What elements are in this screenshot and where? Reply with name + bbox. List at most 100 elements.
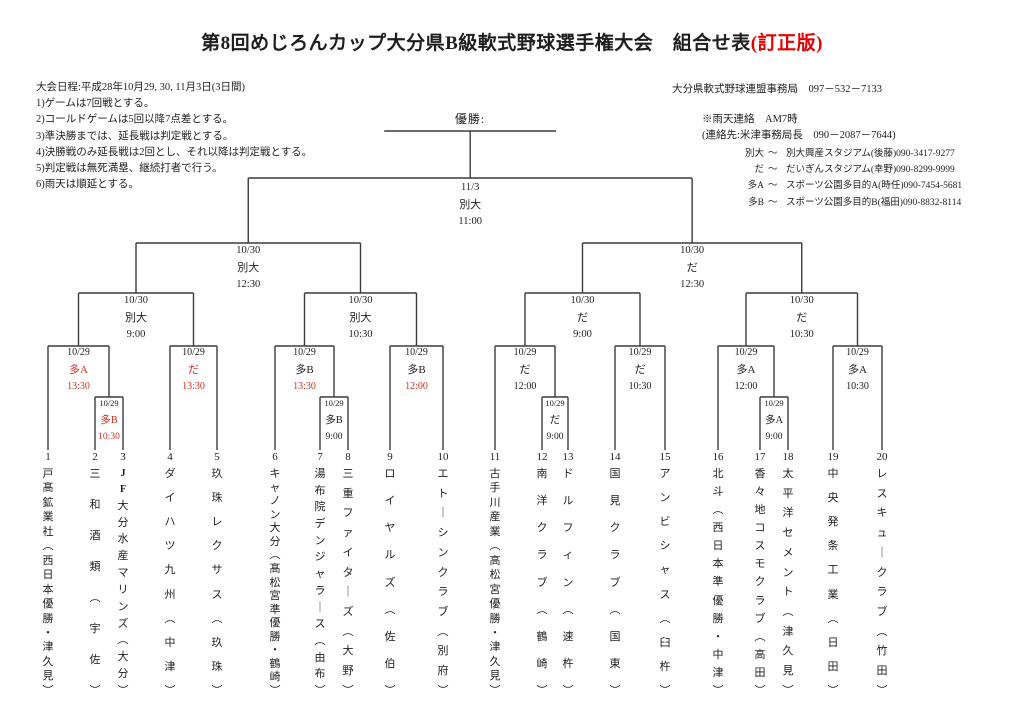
team-name-char: 香	[754, 468, 766, 480]
team-number: 11	[489, 451, 501, 463]
team-name-char: 中	[712, 648, 724, 661]
team-name-char: ︵	[384, 603, 396, 616]
team-name-char: 々	[754, 486, 766, 499]
team-name-char: 分	[117, 668, 129, 681]
team-name-char: キ	[269, 468, 281, 480]
venue-desc: スポーツ公園多目的B(福田)090-8832-8114	[786, 197, 962, 208]
quarterfinal-2-date: 10/30	[570, 295, 595, 306]
team-name-char: 工	[827, 564, 839, 577]
rule-item: 3)準決勝までは、延長戦は判定戦とする。	[36, 130, 234, 142]
team-name-char: ｜	[314, 601, 326, 614]
quarterfinal-2-time: 9:00	[573, 329, 592, 340]
team-name-char: 布	[314, 668, 326, 681]
team-name-char: 業	[489, 525, 501, 538]
team-name-char: 佐	[89, 654, 101, 666]
team-name-char: 優	[269, 617, 281, 630]
team-name: 玖珠レクサス︵玖珠︶	[209, 469, 225, 697]
team-name-char: ル	[562, 495, 574, 508]
quarterfinal-3-time: 10:30	[789, 329, 814, 340]
team-name-char: 南	[536, 468, 548, 480]
team-name-char: ブ	[437, 606, 449, 619]
rule-item: 1)ゲームは7回戦とする。	[36, 98, 155, 110]
team-name: 古手川産業︵高松宮優勝・津久見︶	[487, 469, 503, 697]
team-name-char: ス	[876, 487, 888, 500]
team-name-char: ュ	[876, 527, 888, 540]
team-name-char: 玖	[211, 636, 223, 649]
final-0-time: 11:00	[458, 216, 482, 227]
semifinal-0-time: 12:30	[236, 279, 261, 290]
team-name: レスキュ｜クラブ︵竹田︶	[874, 469, 890, 697]
quarterfinal-3-date: 10/30	[789, 295, 814, 306]
team-name-char: 佐	[384, 630, 396, 643]
team-number: 13	[562, 451, 574, 463]
final-0-date: 11/3	[461, 182, 480, 193]
venue-abbr: 多B	[748, 197, 764, 208]
team-number: 16	[712, 451, 724, 463]
team-name-char: ・	[712, 630, 724, 643]
team-name-char: 野	[342, 665, 354, 678]
team-name-char: ︵	[437, 625, 449, 638]
contact-person-line: (連絡先:米津事務局長 090－2087－7644)	[702, 130, 896, 141]
team-name-char: ス	[211, 588, 223, 601]
team-name-char: 社	[42, 525, 54, 538]
team-name-char: ャ	[269, 481, 281, 494]
team-name-char: ダ	[164, 468, 176, 480]
team-name-char: エ	[437, 468, 449, 480]
team-name-char: 東	[609, 657, 621, 670]
quarterfinal-0-venue: 別大	[125, 312, 147, 324]
round1-2-time: 13:30	[293, 381, 316, 392]
preliminary-1-date: 10/29	[324, 398, 344, 408]
team-name-char: ズ	[117, 617, 129, 630]
team-name-char: シ	[437, 527, 449, 540]
venue-desc: スポーツ公園多目的A(時任)090-7454-5681	[786, 181, 963, 192]
semifinal-1-date: 10/30	[680, 245, 705, 256]
team-name: ロイヤルズ︵佐伯︶	[382, 469, 398, 697]
team-name-char: ラ	[437, 586, 449, 599]
team-name-char: ク	[536, 522, 548, 535]
team-name-char: ︵	[827, 612, 839, 625]
team-name-char: 津	[489, 641, 501, 654]
round1-4-date: 10/29	[513, 347, 537, 358]
semifinal-0-date: 10/30	[236, 245, 261, 256]
team-name-char: 院	[314, 501, 326, 514]
team-name-char: ︶	[342, 684, 354, 697]
venue-row: だ～だいぎんスタジアム(幸野)090-8299-9999	[712, 162, 962, 178]
round1-7-date: 10/29	[846, 347, 869, 358]
team-name-char: ロ	[384, 468, 396, 480]
team-name-char: 津	[712, 666, 724, 679]
preliminary-2-time: 9:00	[546, 432, 564, 442]
team-name-char: マ	[117, 567, 129, 580]
team-name-char: ラ	[876, 586, 888, 599]
team-name-char: ︵	[609, 603, 621, 616]
round1-5-time: 10:30	[628, 381, 652, 392]
team-name-char: ︶	[89, 685, 101, 697]
team-name-char: 見	[609, 495, 621, 508]
team-name: 三重ファイタ｜ズ︵大野︶	[340, 469, 356, 697]
rule-item: 6)雨天は順延とする。	[36, 179, 139, 191]
team-name-char: ︶	[164, 684, 176, 697]
team-name: 湯布院デンジャラ｜ス︵由布︶	[312, 469, 328, 697]
team-name: 北斗︵西日本準優勝・中津︶	[710, 469, 726, 697]
team-number: 1	[45, 451, 51, 463]
round1-7-venue: 多A	[848, 364, 867, 376]
round1-6-venue: 多A	[736, 364, 756, 376]
team-name-char: ス	[754, 540, 766, 553]
team-name-char: 髙	[42, 482, 54, 495]
team-name-char: 津	[164, 660, 176, 673]
team-name-char: ン	[117, 600, 129, 613]
team-name-char: ︵	[164, 612, 176, 625]
team-name-char: イ	[342, 546, 354, 559]
semifinal-0-venue: 別大	[237, 262, 260, 274]
team-name-char: 宇	[89, 623, 101, 635]
team-name-char: ハ	[164, 516, 176, 529]
team-name-char: ︵	[876, 625, 888, 638]
team-name-char: ル	[384, 549, 396, 562]
preliminary-0-time: 10:30	[98, 432, 120, 442]
final-0-venue: 別大	[459, 199, 482, 211]
team-name-char: 由	[314, 651, 326, 664]
preliminary-2-venue: だ	[549, 415, 561, 426]
venue-tilde: ～	[768, 165, 778, 176]
team-name-char: サ	[211, 564, 223, 577]
team-name-char: ャ	[314, 568, 326, 581]
team-name-char: 分	[117, 516, 129, 529]
